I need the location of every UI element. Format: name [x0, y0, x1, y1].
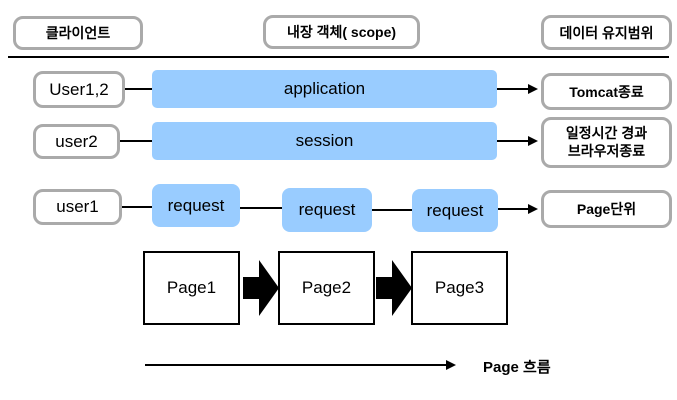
user1-label: user1: [56, 197, 99, 216]
connector-line: [372, 209, 412, 211]
page1-box: Page1: [143, 251, 240, 325]
user12-label: User1,2: [49, 79, 109, 99]
connector-line: [122, 206, 152, 208]
block-arrow-icon: [243, 260, 279, 316]
header-retention-box: 데이터 유지범위: [541, 15, 672, 50]
block-arrow-head: [392, 260, 412, 316]
tomcat-retention-label: Tomcat종료: [569, 83, 644, 100]
header-client-box: 클라이언트: [13, 16, 143, 50]
page3-box: Page3: [411, 251, 508, 325]
header-scope-label: 내장 객체( scope): [286, 24, 397, 40]
application-bar: application: [152, 70, 497, 108]
request-bar-1: request: [152, 184, 240, 227]
header-retention-label: 데이터 유지범위: [559, 24, 654, 41]
application-label: application: [283, 79, 366, 98]
connector-line: [120, 140, 152, 142]
page2-box: Page2: [278, 251, 375, 325]
block-arrow-icon: [376, 260, 412, 316]
connector-line: [125, 88, 152, 90]
flow-arrow-icon: [446, 360, 456, 370]
header-scope-box: 내장 객체( scope): [263, 15, 420, 49]
page-retention-label: Page단위: [576, 201, 637, 217]
block-arrow-stem: [243, 277, 259, 299]
flow-label: Page 흐름: [483, 359, 551, 376]
page2-label: Page2: [301, 278, 352, 297]
separator-line: [8, 56, 669, 58]
page1-label: Page1: [166, 278, 217, 297]
arrow-line: [497, 88, 530, 90]
header-client-label: 클라이언트: [45, 25, 111, 41]
request-label-2: request: [298, 200, 356, 219]
session-retention-line2: 브라우저종료: [567, 142, 646, 159]
block-arrow-stem: [376, 277, 392, 299]
user1-box: user1: [33, 189, 122, 225]
right-arrow-icon: [528, 136, 538, 146]
request-bar-2: request: [282, 188, 372, 232]
user2-box: user2: [33, 124, 120, 159]
session-retention-line1: 일정시간 경과: [565, 125, 648, 141]
page-retention-box: Page단위: [541, 190, 672, 228]
arrow-line: [497, 140, 530, 142]
user12-box: User1,2: [33, 71, 125, 108]
arrow-line: [498, 208, 530, 210]
tomcat-retention-box: Tomcat종료: [541, 73, 672, 110]
request-label-3: request: [426, 200, 484, 220]
user2-label: user2: [55, 131, 98, 151]
flow-arrow-line: [145, 364, 448, 366]
session-label: session: [295, 131, 354, 150]
page3-label: Page3: [434, 278, 485, 297]
right-arrow-icon: [528, 204, 538, 214]
connector-line: [240, 207, 282, 209]
request-bar-3: request: [412, 189, 498, 232]
right-arrow-icon: [528, 84, 538, 94]
request-label-1: request: [167, 195, 225, 215]
block-arrow-head: [259, 260, 279, 316]
session-retention-box: 일정시간 경과 브라우저종료: [541, 117, 672, 168]
session-bar: session: [152, 122, 497, 160]
